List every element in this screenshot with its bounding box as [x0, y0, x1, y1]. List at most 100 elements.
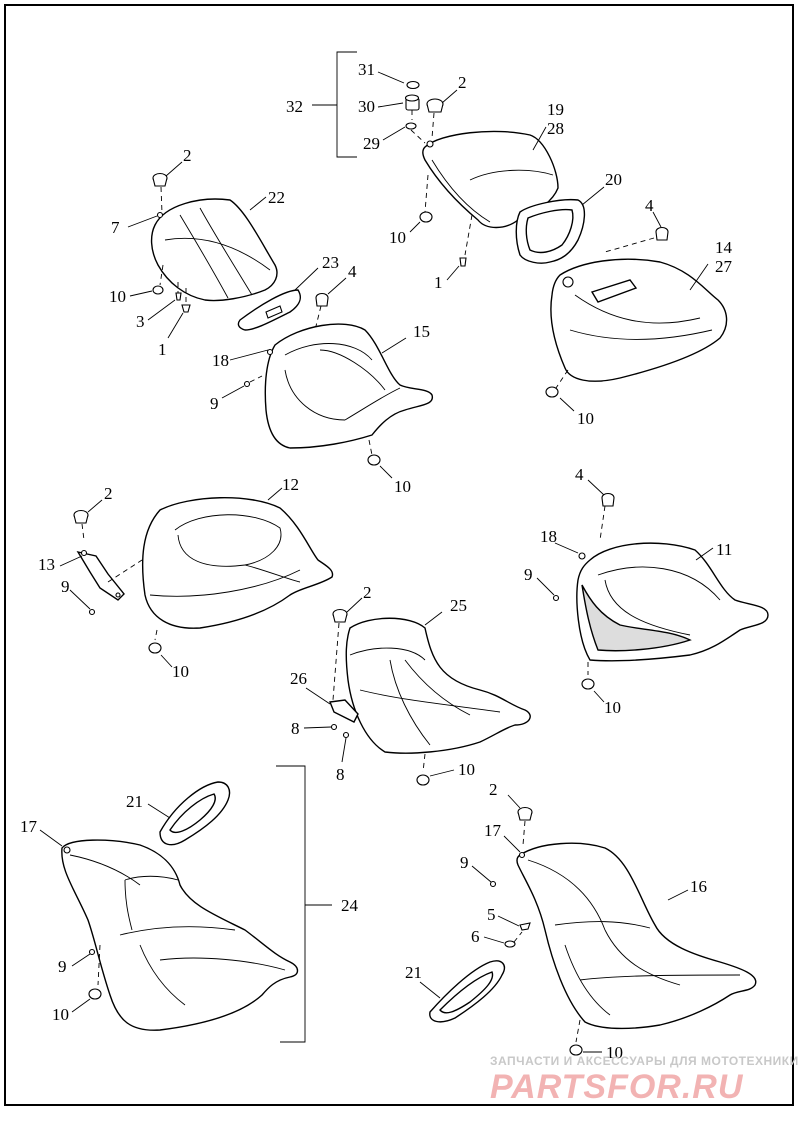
screw-9-e	[471, 865, 497, 888]
screw-9-c	[536, 577, 560, 602]
callout-28: 28	[547, 119, 564, 138]
callout-24: 24	[341, 896, 359, 915]
callout-2-d: 2	[363, 583, 372, 602]
callout-10-d: 10	[394, 477, 411, 496]
nut-10-i	[569, 1044, 602, 1056]
callout-21-b: 21	[405, 963, 422, 982]
callout-9-b: 9	[61, 577, 70, 596]
callout-11: 11	[716, 540, 732, 559]
callout-2-c: 2	[104, 484, 113, 503]
callout-6: 6	[471, 927, 480, 946]
callout-8-a: 8	[291, 719, 300, 738]
callout-4-b: 4	[348, 262, 357, 281]
callout-14: 14	[715, 238, 733, 257]
callout-9-c: 9	[524, 565, 533, 584]
kit-24-bracket	[276, 765, 332, 1043]
callout-18-b: 18	[540, 527, 557, 546]
nut-10-b	[545, 369, 575, 412]
nut-10-a	[409, 211, 433, 233]
bracket-26	[305, 687, 359, 723]
screw-1-b	[167, 304, 191, 339]
callout-18-a: 18	[212, 351, 229, 370]
screw-9-d	[71, 948, 96, 967]
callout-27: 27	[715, 257, 733, 276]
bracket-13	[59, 549, 143, 601]
screw-3	[147, 292, 182, 321]
backrest-pad-20	[515, 186, 605, 264]
nut-10-f	[581, 678, 605, 703]
backrest-pad-21-a	[147, 781, 231, 846]
callout-9-e: 9	[460, 853, 469, 872]
callout-3: 3	[136, 312, 145, 331]
callout-8-b: 8	[336, 765, 345, 784]
callout-1-a: 1	[434, 273, 443, 292]
seat-14	[550, 258, 728, 382]
screw-5	[497, 915, 531, 931]
callout-22: 22	[268, 188, 285, 207]
callout-2-top: 2	[458, 73, 467, 92]
seat-22	[127, 196, 278, 305]
callout-16: 16	[690, 877, 707, 896]
knob-4-a	[604, 211, 669, 253]
callout-2-e: 2	[489, 780, 498, 799]
screw-8-a	[303, 723, 338, 731]
knob-2-top	[426, 89, 458, 139]
knob-2-d	[332, 597, 363, 701]
watermark-tagline: ЗАПЧАСТИ И АКСЕССУАРЫ ДЛЯ МОТОТЕХНИКИ	[490, 1054, 799, 1068]
callout-23: 23	[322, 253, 339, 272]
callout-19: 19	[547, 100, 564, 119]
knob-2-b	[152, 161, 183, 214]
seat-16	[503, 835, 757, 1043]
callout-10-c: 10	[109, 287, 126, 306]
nut-10-h	[71, 988, 102, 1013]
callout-7: 7	[111, 218, 120, 237]
callout-4-a: 4	[645, 196, 654, 215]
screw-1-a	[446, 257, 467, 281]
callout-1-b: 1	[158, 340, 167, 359]
callout-labels: 31 30 29 32 2 19 28 20 10 1 4 14 27 10 2…	[20, 60, 733, 1062]
seat-15	[229, 323, 434, 456]
nut-10-c	[129, 285, 164, 297]
knob-2-c	[73, 499, 103, 541]
hardware-stack-29-31	[377, 71, 426, 144]
callout-10-h: 10	[52, 1005, 69, 1024]
watermark-logo: PARTSFOR.RU	[490, 1068, 744, 1106]
washer-6	[483, 931, 523, 948]
screw-8-b	[341, 731, 350, 763]
backrest-pad-21-b	[419, 960, 506, 1023]
callout-17-a: 17	[20, 817, 38, 836]
diagram-frame	[4, 4, 794, 1106]
seat-11	[554, 542, 769, 675]
screw-9-b	[69, 589, 96, 616]
nut-10-g	[416, 769, 455, 786]
callout-31: 31	[358, 60, 375, 79]
callout-20: 20	[605, 170, 622, 189]
callout-10-e: 10	[172, 662, 189, 681]
callout-15: 15	[413, 322, 430, 341]
seat-17	[39, 829, 299, 1031]
callout-10-i: 10	[606, 1043, 623, 1062]
screw-9-a	[221, 375, 263, 399]
callout-5: 5	[487, 905, 496, 924]
callout-4-c: 4	[575, 465, 584, 484]
callout-26: 26	[290, 669, 307, 688]
callout-30: 30	[358, 97, 375, 116]
callout-9-a: 9	[210, 394, 219, 413]
callout-10-b: 10	[577, 409, 594, 428]
seat-12	[141, 487, 334, 641]
nut-10-d	[367, 454, 393, 479]
seat-19	[422, 126, 559, 256]
callout-25: 25	[450, 596, 467, 615]
nut-10-e	[148, 642, 173, 668]
callout-17-b: 17	[484, 821, 502, 840]
strap-23	[237, 267, 319, 331]
callout-9-d: 9	[58, 957, 67, 976]
callout-2-b: 2	[183, 146, 192, 165]
knob-4-c	[587, 479, 615, 541]
callout-10-g: 10	[458, 760, 475, 779]
callout-10-f: 10	[604, 698, 621, 717]
callout-13: 13	[38, 555, 55, 574]
seat-25	[345, 611, 531, 773]
callout-29: 29	[363, 134, 380, 153]
